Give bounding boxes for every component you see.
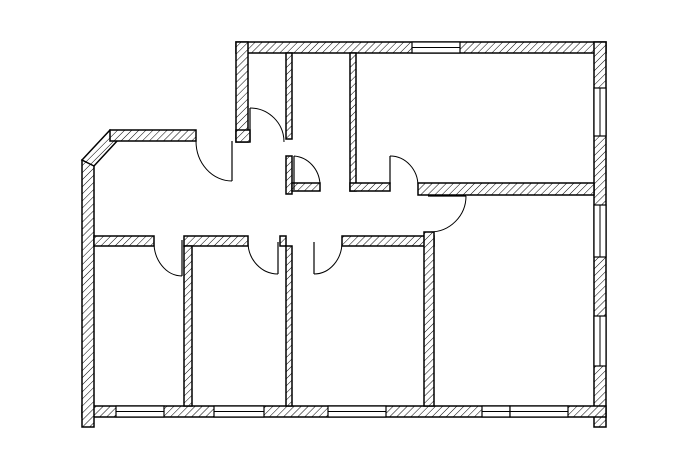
wall-storage-right [349,52,357,192]
wall-corridor-bottom-b [183,235,249,247]
window-bottom-4 [481,405,511,418]
door-bottom-center-room [313,241,343,275]
wall-corridor-bottom-c [279,235,287,247]
wall-mid-horizontal-a [291,182,321,192]
wall-upper-left-top [109,129,197,142]
wall-closet-left [235,41,249,143]
door-bottom-middle-room [247,241,279,275]
walls [80,41,607,428]
door-bottom-left-room [153,239,183,277]
door-top-right-room [389,155,419,187]
wall-storage-lower [285,155,293,195]
wall-left [81,159,95,428]
window-right-2 [593,204,607,258]
doors [153,107,467,277]
door-right-room [428,195,467,233]
door-entry [195,140,233,182]
wall-closet-storage [285,52,293,140]
wall-bottom-partition-1 [183,245,193,407]
window-bottom-2 [213,405,265,418]
wall-corridor-bottom-d [341,235,435,247]
windows [115,41,607,418]
window-bottom-1 [115,405,165,418]
wall-mid-horizontal-c [417,182,595,196]
window-right-1 [593,87,607,137]
wall-bottom-partition-2 [285,245,293,407]
window-bottom-3 [327,405,387,418]
door-storage [293,155,321,190]
window-bottom-5 [509,405,569,418]
wall-closet-stub [235,129,251,143]
wall-mid-horizontal-b [349,182,391,192]
window-top [411,41,461,54]
wall-corridor-bottom-a [93,235,155,247]
door-closet [249,107,285,143]
wall-right-room-left [423,231,435,407]
window-right-3 [593,315,607,367]
